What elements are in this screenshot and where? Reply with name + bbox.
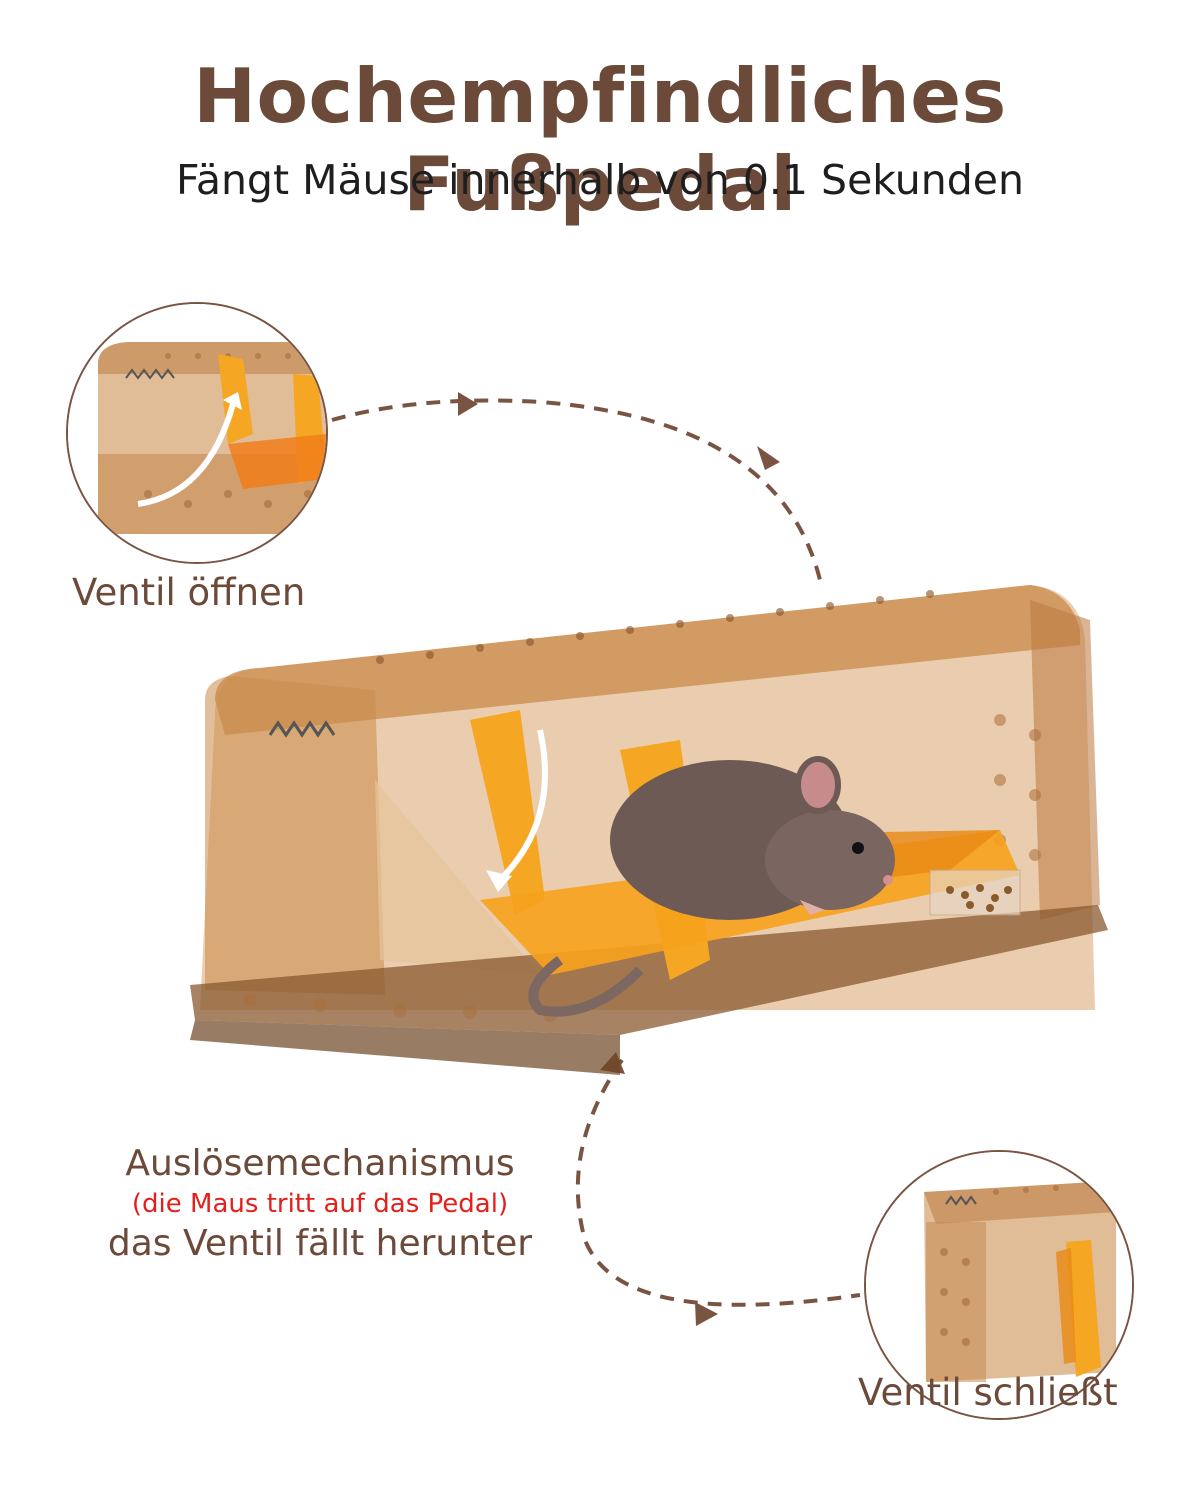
closed-valve-trap-image bbox=[866, 1152, 1132, 1418]
closed-valve-label: Ventil schließt bbox=[858, 1371, 1118, 1414]
dashed-arrow-icon bbox=[331, 398, 822, 581]
trigger-result: das Ventil fällt herunter bbox=[107, 1223, 533, 1264]
trigger-mechanism-text: Auslösemechanismus (die Maus tritt auf d… bbox=[60, 1142, 580, 1266]
mouse-image bbox=[528, 756, 895, 1017]
page-subtitle: Fängt Mäuse innerhalb von 0.1 Sekunden bbox=[176, 156, 1024, 204]
trigger-title: Auslösemechanismus bbox=[125, 1143, 515, 1184]
open-valve-detail bbox=[66, 302, 328, 564]
trigger-note: (die Maus tritt auf das Pedal) bbox=[131, 1189, 509, 1219]
open-valve-label: Ventil öffnen bbox=[72, 571, 306, 614]
open-valve-trap-image bbox=[68, 304, 326, 562]
closed-valve-detail bbox=[864, 1150, 1134, 1420]
page-title: Hochempfindliches Fußpedal bbox=[193, 52, 1007, 228]
